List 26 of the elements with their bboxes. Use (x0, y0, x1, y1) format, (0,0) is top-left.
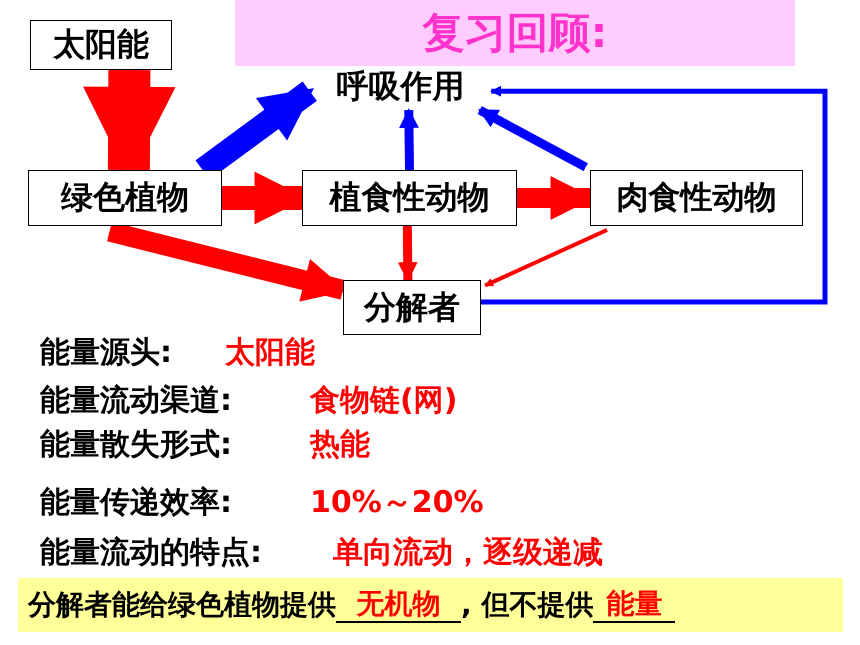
answer-text: 食物链(网) (310, 383, 458, 419)
question-text: 能量流动渠道: (40, 383, 232, 419)
arrow (478, 106, 588, 172)
fill-in-answer: 无机物 (336, 587, 461, 623)
process-box: 分解者 (343, 280, 481, 335)
answer-text: 单向流动，逐级递减 (333, 535, 603, 571)
question-text: 能量散失形式: (40, 427, 232, 463)
process-label: 呼吸作用 (318, 66, 483, 108)
arrow (484, 228, 608, 288)
question-text: , 但不提供 (461, 588, 594, 622)
answer-text: 太阳能 (225, 335, 315, 371)
arrow (481, 86, 828, 304)
question-text: 分解者能给绿色植物提供 (28, 588, 336, 622)
fill-in-answer: 能量 (593, 587, 676, 623)
arrow (398, 226, 418, 282)
answer-text: 热能 (310, 427, 370, 463)
process-box: 植食性动物 (302, 170, 517, 226)
answer-text: 10%～20% (310, 485, 484, 521)
process-box: 太阳能 (30, 20, 172, 70)
title-banner: 复习回顾: (235, 0, 795, 66)
process-box: 绿色植物 (28, 170, 222, 226)
process-box: 肉食性动物 (590, 170, 803, 226)
arrow (399, 108, 419, 170)
question-text: 能量源头: (40, 335, 172, 371)
question-text: 能量流动的特点: (40, 535, 262, 571)
question-text: 能量传递效率: (40, 485, 232, 521)
